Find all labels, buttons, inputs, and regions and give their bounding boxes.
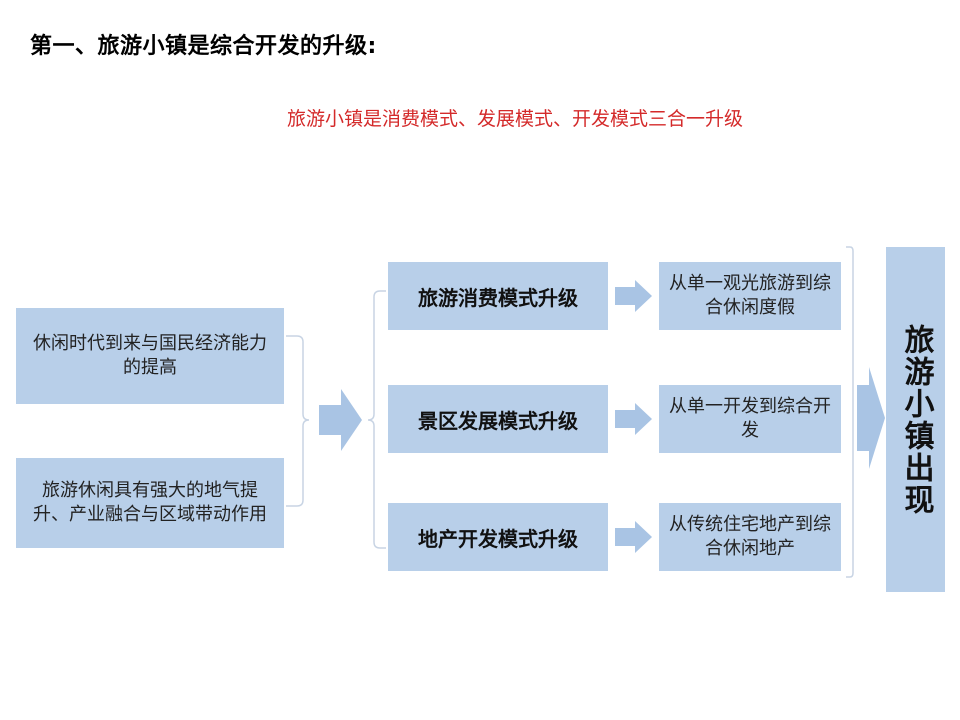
left-bracket-icon [286,335,310,507]
main-flow-arrow-icon [319,389,362,451]
final-flow-arrow-icon [857,367,885,469]
upgrade-box-consumption: 旅游消费模式升级 [388,262,608,330]
flow-arrow-icon-3 [615,521,652,553]
page-heading: 第一、旅游小镇是综合开发的升级: [30,34,377,59]
result-box: 从传统住宅地产到综合休闲地产 [659,503,841,571]
page-subtitle: 旅游小镇是消费模式、发展模式、开发模式三合一升级 [286,108,743,130]
upgrade-bracket-icon [367,290,386,549]
cause-box: 旅游休闲具有强大的地气提升、产业融合与区域带动作用 [16,458,284,548]
cause-box: 休闲时代到来与国民经济能力的提高 [16,308,284,404]
upgrade-box-scenic: 景区发展模式升级 [388,385,608,453]
flow-arrow-icon-2 [615,403,652,435]
result-box: 从单一观光旅游到综合休闲度假 [659,262,841,330]
flow-arrow-icon-1 [615,280,652,312]
result-box: 从单一开发到综合开发 [659,385,841,453]
result-bracket-icon [846,246,854,578]
upgrade-box-realestate: 地产开发模式升级 [388,503,608,571]
outcome-box: 旅游小镇出现 [886,247,945,592]
